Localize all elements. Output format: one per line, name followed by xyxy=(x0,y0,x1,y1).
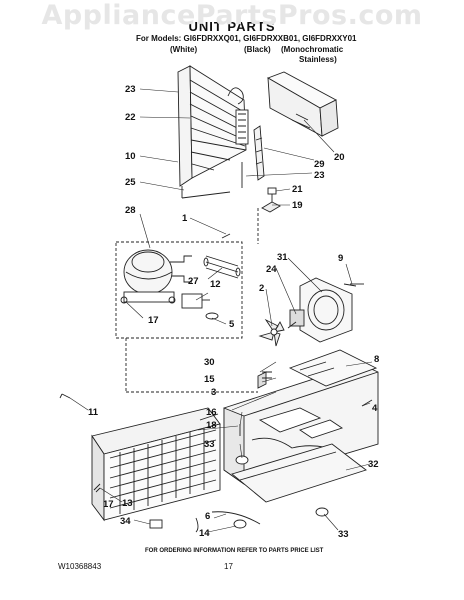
callout-16: 16 xyxy=(206,407,217,418)
callout-30: 30 xyxy=(204,357,215,368)
models-line: For Models: GI6FDRXXQ01, GI6FDRXXB01, GI… xyxy=(136,34,357,43)
page-title: UNIT PARTS xyxy=(188,19,276,34)
callout-33: 33 xyxy=(204,439,215,450)
callout-24: 24 xyxy=(266,264,277,275)
compressor-assembly xyxy=(115,233,243,339)
callout-4: 4 xyxy=(372,403,378,414)
small-parts xyxy=(59,283,373,533)
callouts: 23 22 10 25 28 20 29 23 21 19 1 27 12 17… xyxy=(88,84,379,540)
callout-19: 19 xyxy=(292,200,303,211)
callout-1: 1 xyxy=(182,213,188,224)
callout-18: 18 xyxy=(206,420,217,431)
callout-15: 15 xyxy=(204,374,215,385)
air-duct-assembly xyxy=(241,71,339,213)
drain-pan xyxy=(231,443,367,503)
callout-32: 32 xyxy=(368,459,379,470)
callout-2: 2 xyxy=(259,283,264,294)
watermark: AppliancePartsPros.com xyxy=(41,0,423,31)
variant-black: (Black) xyxy=(244,45,271,54)
evaporator-assembly xyxy=(177,65,249,199)
page-number: 17 xyxy=(224,562,233,571)
callout-33b: 33 xyxy=(338,529,349,540)
callout-6: 6 xyxy=(205,511,210,522)
callout-5: 5 xyxy=(229,319,235,330)
callout-14: 14 xyxy=(199,528,210,539)
callout-25: 25 xyxy=(125,177,136,188)
condenser-coil xyxy=(91,407,221,522)
callout-10: 10 xyxy=(125,151,136,162)
variant-stainless: Stainless) xyxy=(299,55,337,64)
callout-9: 9 xyxy=(338,253,343,264)
callout-12: 12 xyxy=(210,279,221,290)
leader-lines xyxy=(69,88,373,533)
callout-3: 3 xyxy=(211,387,216,398)
callout-21: 21 xyxy=(292,184,303,195)
callout-8: 8 xyxy=(374,354,379,365)
callout-23b: 23 xyxy=(314,170,325,181)
variant-white: (White) xyxy=(170,45,198,54)
condenser-fan-assembly xyxy=(258,277,364,347)
callout-22: 22 xyxy=(125,112,136,123)
callout-13: 13 xyxy=(122,498,133,509)
document-number: W10368843 xyxy=(58,562,102,571)
callout-23: 23 xyxy=(125,84,136,95)
callout-20: 20 xyxy=(334,152,345,163)
callout-29: 29 xyxy=(314,159,325,170)
callout-17b: 17 xyxy=(103,499,114,510)
callout-27: 27 xyxy=(188,276,199,287)
callout-11: 11 xyxy=(88,407,99,418)
variant-monochromatic: (Monochromatic xyxy=(281,45,344,54)
footer-note: FOR ORDERING INFORMATION REFER TO PARTS … xyxy=(145,548,324,554)
callout-17: 17 xyxy=(148,315,159,326)
callout-28: 28 xyxy=(125,205,136,216)
callout-34: 34 xyxy=(120,516,131,527)
callout-31: 31 xyxy=(277,252,288,263)
